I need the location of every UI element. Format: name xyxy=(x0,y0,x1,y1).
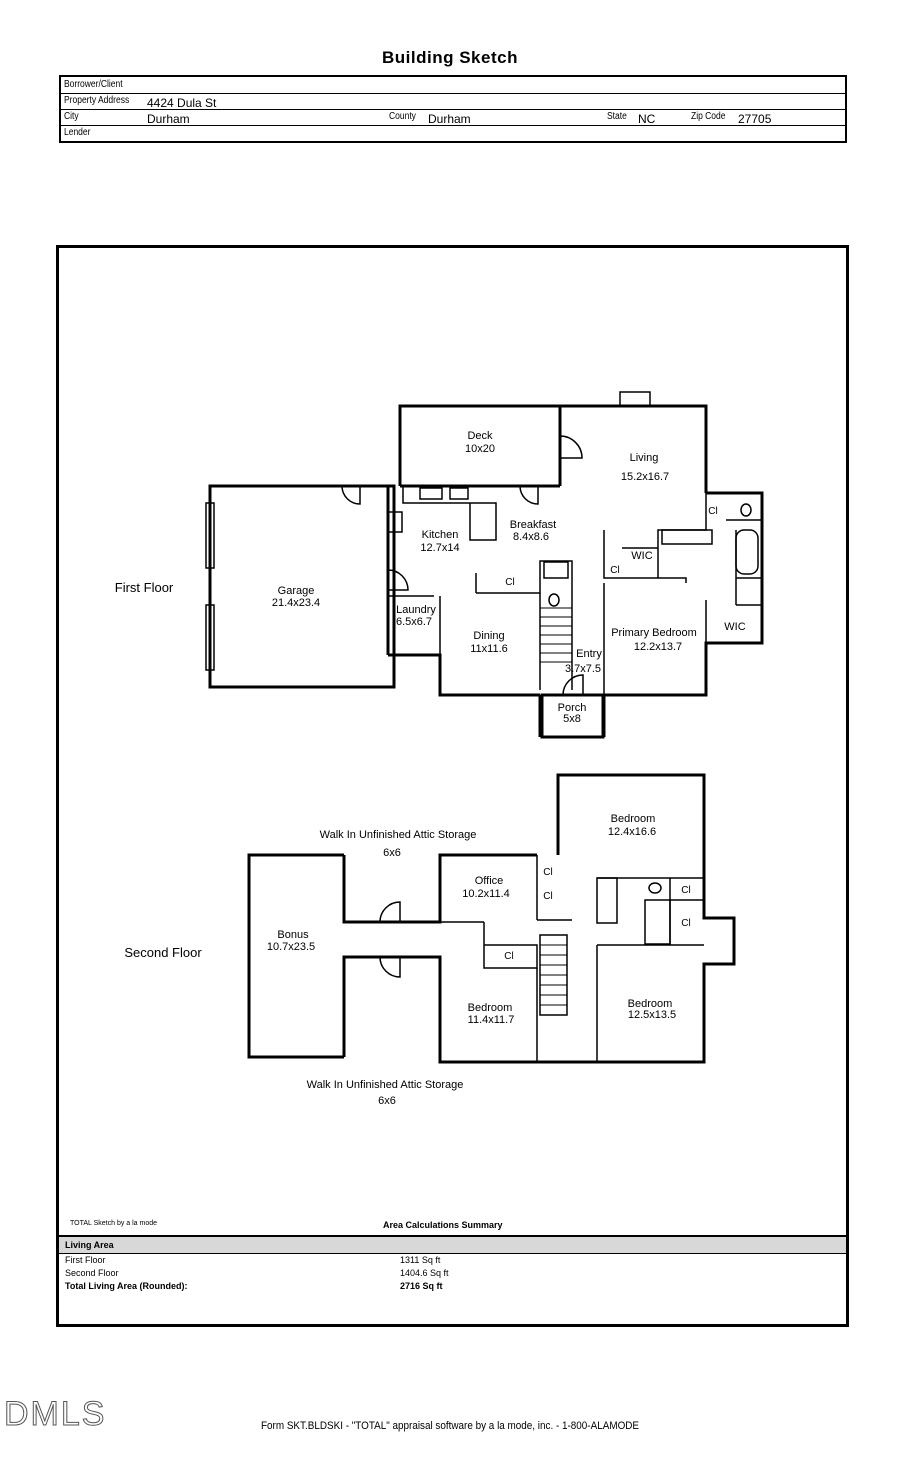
first-floor-walls xyxy=(208,404,764,739)
attic-dim: 6x6 xyxy=(378,1095,396,1107)
dmls-logo: DMLS xyxy=(3,1395,107,1434)
laundry-name: Laundry xyxy=(396,604,436,616)
garage-name: Garage xyxy=(278,585,315,597)
bonus-dim: 10.7x23.5 xyxy=(267,941,315,953)
city-label: City xyxy=(64,111,79,122)
attic-dim: 6x6 xyxy=(383,847,401,859)
address-row: Property Address 4424 Dula St xyxy=(61,93,845,110)
summary-title: Area Calculations Summary xyxy=(383,1220,503,1230)
bedroom-dim: 12.5x13.5 xyxy=(628,1009,676,1021)
deck-dim: 10x20 xyxy=(465,443,495,455)
second-floor-label: Second Floor xyxy=(124,945,202,960)
state-label: State xyxy=(607,111,627,122)
porch-name: Porch xyxy=(558,702,587,714)
address-label: Property Address xyxy=(64,95,130,106)
living-dim: 15.2x16.7 xyxy=(621,471,669,483)
porch-dim: 5x8 xyxy=(563,713,581,725)
summary-row-label: Second Floor xyxy=(65,1268,119,1278)
lender-row: Lender xyxy=(61,125,845,141)
closet-label: Cl xyxy=(681,885,690,896)
closet-label: Cl xyxy=(504,951,513,962)
bedroom-name: Bedroom xyxy=(611,813,656,825)
first-floor-labels: First Floor Deck 10x20 Living 15.2x16.7 … xyxy=(115,430,746,725)
deck-name: Deck xyxy=(467,430,493,442)
sketch-frame xyxy=(56,245,849,1327)
living-name: Living xyxy=(630,452,659,464)
bedroom-name: Bedroom xyxy=(468,1002,513,1014)
attic-label: Walk In Unfinished Attic Storage xyxy=(320,829,477,841)
lender-label: Lender xyxy=(64,127,91,138)
page-title: Building Sketch xyxy=(382,48,518,67)
office-dim: 10.2x11.4 xyxy=(462,888,510,900)
closet-label: Cl xyxy=(505,577,514,588)
office-name: Office xyxy=(475,875,504,887)
garage-dim: 21.4x23.4 xyxy=(272,597,320,609)
bedroom-dim: 11.4x11.7 xyxy=(468,1014,515,1026)
sketch-credit: TOTAL Sketch by a la mode xyxy=(70,1220,158,1227)
summary-row-label: Total Living Area (Rounded): xyxy=(65,1281,188,1291)
closet-label: Cl xyxy=(610,565,619,576)
first-floor-interior xyxy=(205,391,762,696)
zip-label: Zip Code xyxy=(691,111,726,122)
summary-row-label: First Floor xyxy=(65,1255,106,1265)
city-row: City Durham County Durham State NC Zip C… xyxy=(61,109,845,126)
primary-bedroom-dim: 12.2x13.7 xyxy=(634,641,682,653)
closet-label: Cl xyxy=(543,867,552,878)
dining-dim: 11x11.6 xyxy=(470,643,508,655)
living-area-header: Living Area xyxy=(59,1237,846,1254)
area-summary: Living Area First Floor 1311 Sq ft Secon… xyxy=(59,1235,846,1324)
kitchen-name: Kitchen xyxy=(422,529,459,541)
state-value: NC xyxy=(638,112,656,126)
borrower-row: Borrower/Client xyxy=(61,77,845,94)
summary-total-row: Total Living Area (Rounded): 2716 Sq ft xyxy=(59,1280,846,1293)
attic-label: Walk In Unfinished Attic Storage xyxy=(307,1079,464,1091)
county-label: County xyxy=(389,111,416,122)
bedroom-name: Bedroom xyxy=(628,998,673,1010)
entry-dim: 3.7x7.5 xyxy=(565,663,601,675)
closet-label: Cl xyxy=(543,891,552,902)
city-value: Durham xyxy=(147,112,190,126)
summary-row-value: 1404.6 Sq ft xyxy=(400,1268,449,1278)
address-value: 4424 Dula St xyxy=(147,96,217,110)
summary-row: First Floor 1311 Sq ft xyxy=(59,1254,846,1267)
breakfast-name: Breakfast xyxy=(510,519,556,531)
second-floor-interior xyxy=(379,855,704,1062)
wic-label: WIC xyxy=(631,550,652,562)
summary-row-value: 1311 Sq ft xyxy=(400,1255,441,1265)
summary-row-value: 2716 Sq ft xyxy=(400,1281,443,1291)
closet-label: Cl xyxy=(681,918,690,929)
kitchen-dim: 12.7x14 xyxy=(420,542,459,554)
breakfast-dim: 8.4x8.6 xyxy=(513,531,549,543)
county-value: Durham xyxy=(428,112,471,126)
primary-bedroom-name: Primary Bedroom xyxy=(611,627,697,639)
bonus-name: Bonus xyxy=(277,929,309,941)
zip-value: 27705 xyxy=(738,112,772,126)
second-floor-labels: Second Floor Walk In Unfinished Attic St… xyxy=(124,813,690,1107)
wic-label: WIC xyxy=(724,621,745,633)
dining-name: Dining xyxy=(473,630,504,642)
summary-row: Second Floor 1404.6 Sq ft xyxy=(59,1267,846,1280)
property-info-box: Borrower/Client Property Address 4424 Du… xyxy=(59,75,847,143)
borrower-label: Borrower/Client xyxy=(64,79,123,90)
closet-label: Cl xyxy=(708,506,717,517)
laundry-dim: 6.5x6.7 xyxy=(396,616,432,628)
entry-name: Entry xyxy=(576,648,602,660)
footer-text: Form SKT.BLDSKI - "TOTAL" appraisal soft… xyxy=(260,1420,640,1432)
first-floor-label: First Floor xyxy=(115,580,174,595)
bedroom-dim: 12.4x16.6 xyxy=(608,826,656,838)
